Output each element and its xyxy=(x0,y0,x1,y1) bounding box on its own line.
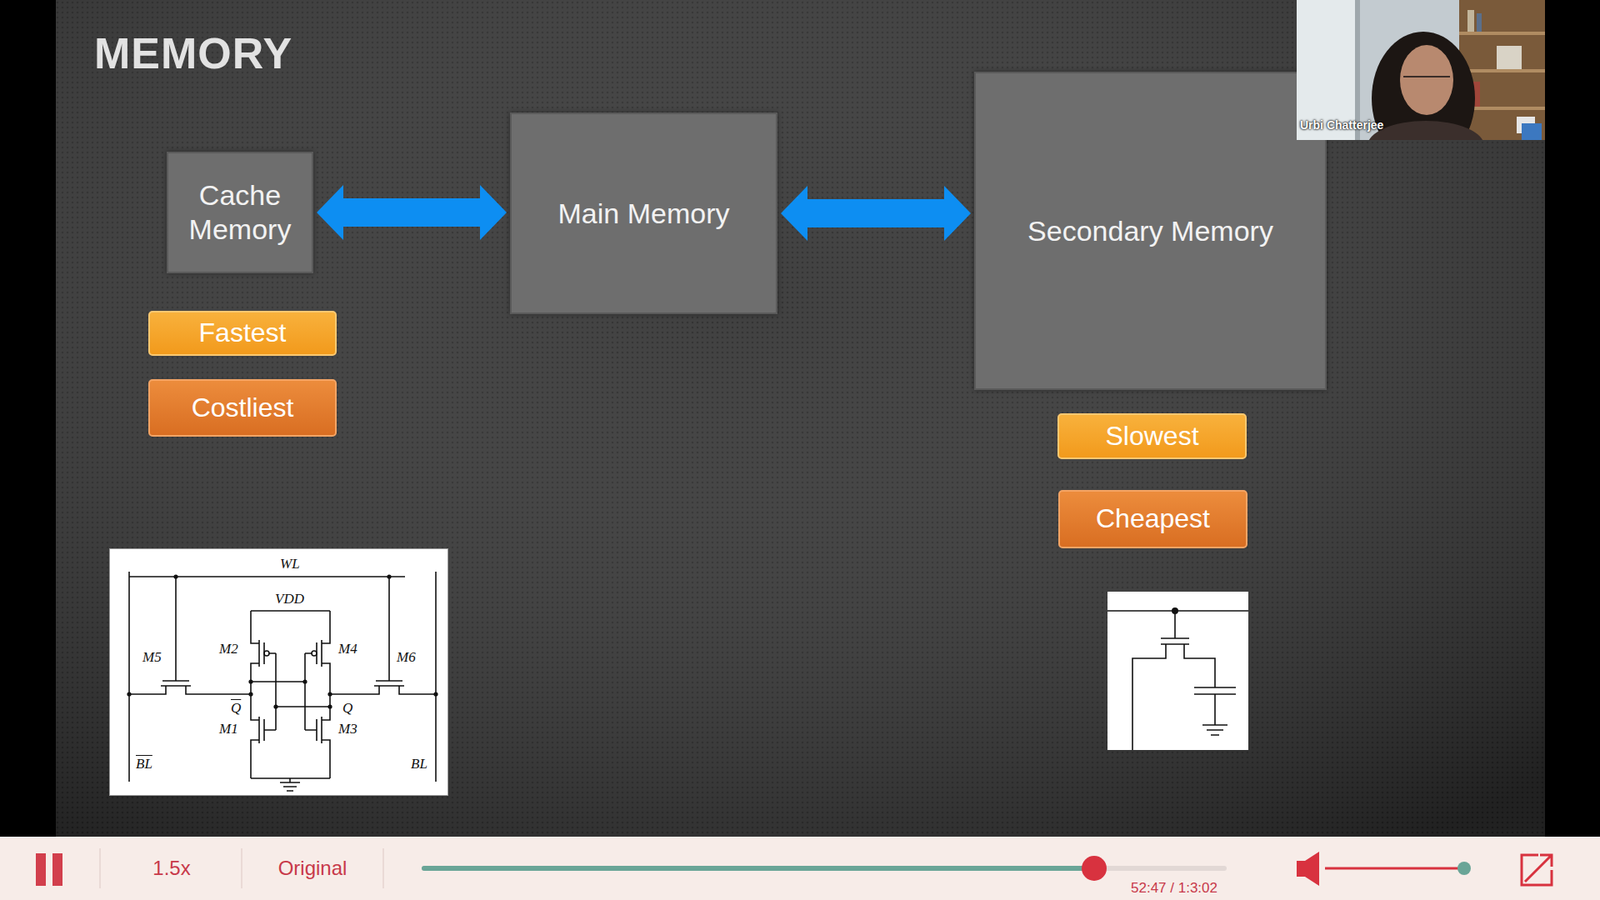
box-label: Costliest xyxy=(191,393,295,423)
box-label: Cache Memory xyxy=(176,178,304,247)
box-label: Main Memory xyxy=(558,196,730,231)
double-arrow xyxy=(316,185,507,240)
node-name: Q xyxy=(230,700,241,717)
memory-box: Secondary Memory xyxy=(974,71,1327,390)
box-label: Cheapest xyxy=(1095,504,1210,534)
node-name: Q xyxy=(342,700,353,717)
quality-button: Original xyxy=(278,857,348,880)
property-tag: Cheapest xyxy=(1058,490,1248,549)
transistor-name: M3 xyxy=(338,721,358,738)
sram-cell-circuit xyxy=(109,548,449,796)
signal-name: BL xyxy=(135,756,153,773)
signal-name: WL xyxy=(280,556,300,573)
speed-button: 1.5x xyxy=(152,857,190,880)
transistor-name: M5 xyxy=(142,650,162,666)
property-tag: Slowest xyxy=(1057,413,1247,460)
box-label: Secondary Memory xyxy=(1027,214,1274,249)
double-arrow xyxy=(780,185,971,241)
memory-box: Cache Memory xyxy=(166,151,314,274)
transistor-name: M4 xyxy=(338,641,358,658)
signal-name: BL xyxy=(410,756,428,773)
participant-name: Urbi Chatterjee xyxy=(1300,119,1384,132)
dram-cell-circuit xyxy=(1107,591,1249,750)
box-label: Fastest xyxy=(199,318,287,348)
box-label: Slowest xyxy=(1105,421,1199,451)
memory-box: Main Memory xyxy=(510,112,778,315)
signal-name: VDD xyxy=(275,591,305,608)
property-tag: Costliest xyxy=(148,379,337,437)
transistor-name: M2 xyxy=(219,641,239,658)
transistor-name: M1 xyxy=(219,721,239,738)
time-readout: 52:47 / 1:3:02 xyxy=(1130,880,1218,897)
property-tag: Fastest xyxy=(148,310,337,356)
slide-title: MEMORY xyxy=(94,31,293,75)
transistor-name: M6 xyxy=(396,650,416,666)
